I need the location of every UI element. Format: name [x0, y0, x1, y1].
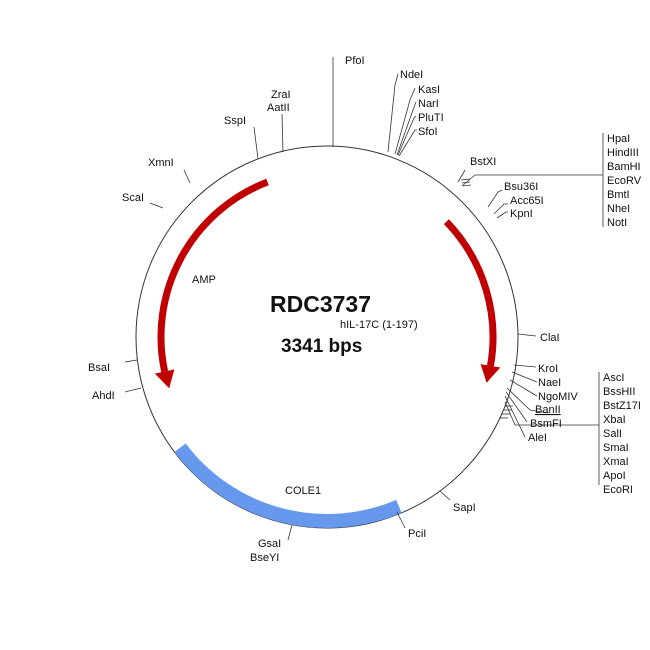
site-label[interactable]: Bsu36I	[504, 181, 538, 193]
site-label[interactable]: KpnI	[510, 208, 533, 220]
site-label[interactable]: SspI	[224, 115, 246, 127]
mcs1-label-group: HpaI HindIII BamHI EcoRV BmtI NheI NotI	[607, 133, 642, 229]
site-label[interactable]: BstXI	[470, 156, 496, 168]
site-label[interactable]: BmtI	[607, 189, 630, 201]
site-label[interactable]: ApoI	[603, 470, 626, 482]
site-labels: PfoI NdeI KasI NarI PluTI SfoI ZraI AatI…	[122, 55, 544, 220]
site-label[interactable]: EcoRV	[607, 175, 642, 187]
amp-arrowhead	[154, 369, 175, 389]
site-label[interactable]: GsaI	[258, 538, 281, 550]
site-label[interactable]: NotI	[607, 217, 627, 229]
site-label[interactable]: NdeI	[400, 69, 423, 81]
site-label[interactable]: PfoI	[345, 55, 365, 67]
site-label[interactable]: SapI	[453, 502, 476, 514]
site-label[interactable]: BanII	[535, 404, 561, 416]
site-label[interactable]: BamHI	[607, 161, 641, 173]
site-label[interactable]: SalI	[603, 428, 622, 440]
site-label[interactable]: BseYI	[250, 552, 279, 564]
site-label[interactable]: BsmFI	[530, 418, 562, 430]
site-label[interactable]: NheI	[607, 203, 630, 215]
cole1-feature-arc[interactable]	[174, 443, 402, 528]
site-tick-lines	[124, 57, 604, 541]
site-label[interactable]: NarI	[418, 98, 439, 110]
site-label[interactable]: BssHII	[603, 386, 635, 398]
site-label[interactable]: NaeI	[538, 377, 561, 389]
site-label[interactable]: XmaI	[603, 456, 629, 468]
insert-label[interactable]: hIL-17C (1-197)	[340, 319, 418, 331]
plasmid-name: RDC3737	[270, 291, 371, 317]
site-label[interactable]: AatII	[267, 102, 290, 114]
bottom-site-labels: SapI PciI GsaI BseYI BsaI AhdI	[88, 362, 476, 564]
site-label[interactable]: HindIII	[607, 147, 639, 159]
amp-label[interactable]: AMP	[192, 274, 216, 286]
site-label[interactable]: SfoI	[418, 126, 438, 138]
site-label[interactable]: BsaI	[88, 362, 110, 374]
mcs2-label-group: AscI BssHII BstZ17I XbaI SalI SmaI XmaI ApoI Eco…	[603, 372, 641, 496]
site-label[interactable]: AhdI	[92, 390, 115, 402]
amp-feature-arc[interactable]	[157, 178, 269, 373]
site-label[interactable]: XbaI	[603, 414, 626, 426]
site-label[interactable]: PluTI	[418, 112, 444, 124]
right-site-labels: ClaI KroI NaeI NgoMIV BanII BsmFI AleI	[528, 332, 578, 444]
site-label[interactable]: SmaI	[603, 442, 629, 454]
site-label[interactable]: ScaI	[122, 192, 144, 204]
site-label[interactable]: BstZ17I	[603, 400, 641, 412]
plasmid-size: 3341 bps	[281, 336, 362, 357]
insert-feature-arc[interactable]	[443, 219, 497, 367]
site-label[interactable]: XmnI	[148, 157, 174, 169]
site-label[interactable]: PciI	[408, 528, 426, 540]
site-label[interactable]: EcoRI	[603, 484, 633, 496]
site-label[interactable]: Acc65I	[510, 195, 544, 207]
site-label[interactable]: AscI	[603, 372, 624, 384]
site-label[interactable]: NgoMIV	[538, 391, 578, 403]
cole1-label[interactable]: COLE1	[285, 485, 321, 497]
site-label[interactable]: HpaI	[607, 133, 630, 145]
site-label[interactable]: ClaI	[540, 332, 560, 344]
site-label[interactable]: AleI	[528, 432, 547, 444]
site-label[interactable]: KasI	[418, 84, 440, 96]
site-label[interactable]: ZraI	[271, 89, 291, 101]
insert-arrowhead	[480, 364, 501, 383]
site-label[interactable]: KroI	[538, 363, 558, 375]
